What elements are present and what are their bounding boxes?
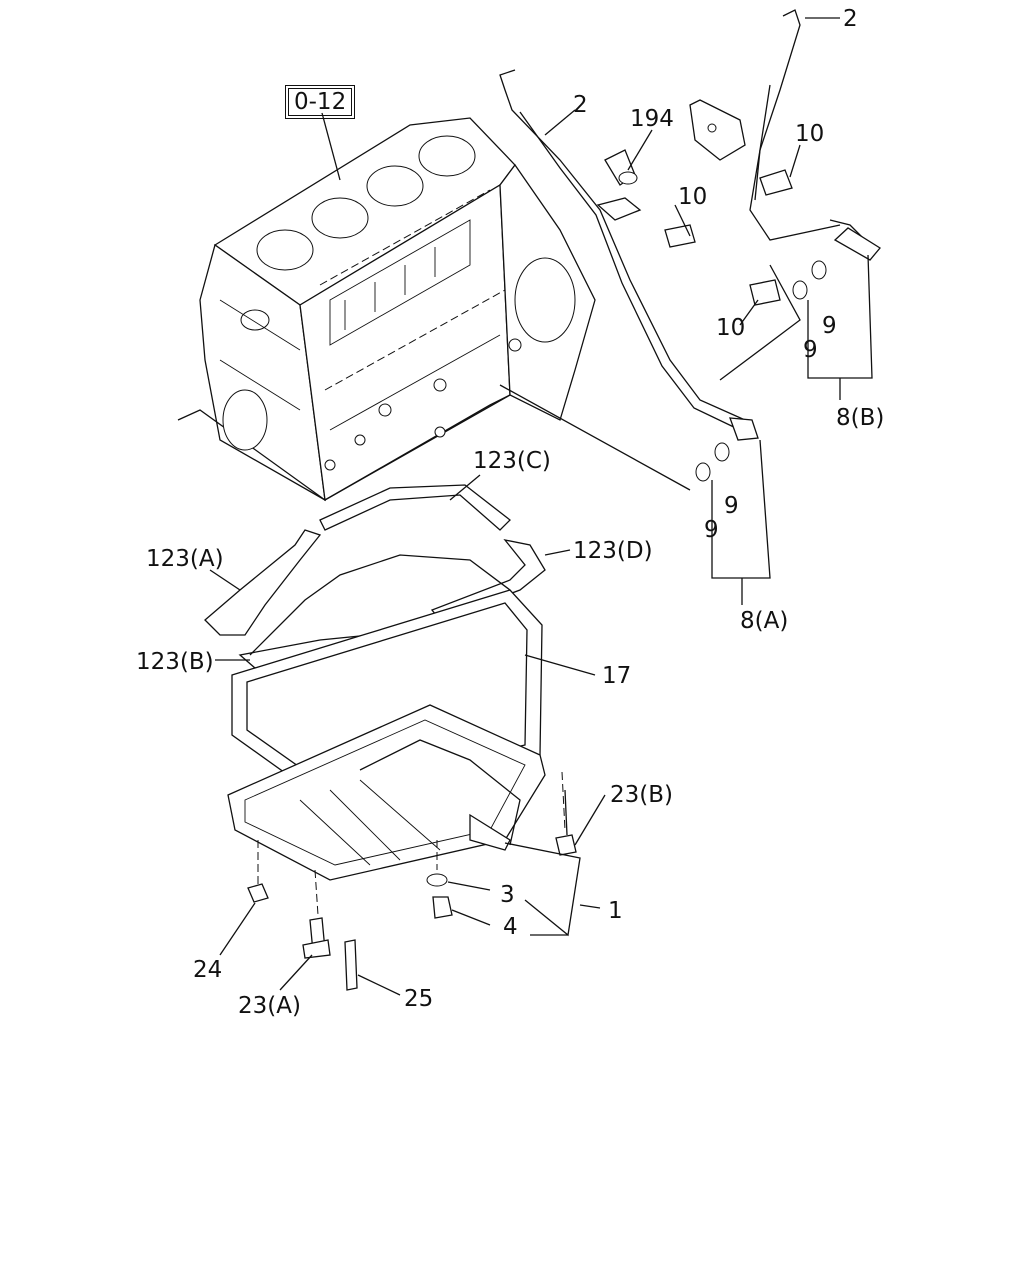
callout-4: 4	[503, 914, 518, 940]
callout-8b: 8(B)	[836, 405, 885, 431]
callout-1: 1	[608, 898, 623, 924]
callout-2-upper: 2	[843, 6, 858, 32]
callout-2-lower: 2	[573, 92, 588, 118]
callout-9-b1: 9	[803, 337, 818, 363]
guide-pin-194	[604, 149, 638, 186]
dipstick-assembly	[499, 9, 881, 441]
callout-123d: 123(D)	[573, 538, 653, 564]
callout-9-b2: 9	[822, 313, 837, 339]
pan-fasteners	[247, 789, 577, 991]
bolts-10	[664, 169, 793, 306]
oil-pan-1	[227, 704, 546, 881]
leader-lines	[209, 17, 873, 996]
callout-123c: 123(C)	[473, 448, 551, 474]
callout-10-a: 10	[678, 184, 708, 210]
reference-box-label: 0-12	[284, 85, 356, 119]
callout-9-a1: 9	[704, 517, 719, 543]
callout-23a: 23(A)	[238, 993, 301, 1019]
callout-24: 24	[193, 957, 223, 983]
callout-17: 17	[602, 663, 632, 689]
callout-123a: 123(A)	[146, 546, 224, 572]
callout-10-b: 10	[795, 121, 825, 147]
reference-box-text: 0-12	[294, 89, 347, 115]
callout-194: 194	[630, 106, 674, 132]
callout-123b: 123(B)	[136, 649, 214, 675]
callout-8a: 8(A)	[740, 608, 789, 634]
callout-10-c: 10	[716, 315, 746, 341]
callout-9-a2: 9	[724, 493, 739, 519]
engine-block	[177, 117, 596, 502]
callout-3: 3	[500, 882, 515, 908]
callout-23b: 23(B)	[610, 782, 673, 808]
washers-9	[695, 260, 827, 482]
callout-25: 25	[404, 986, 434, 1012]
